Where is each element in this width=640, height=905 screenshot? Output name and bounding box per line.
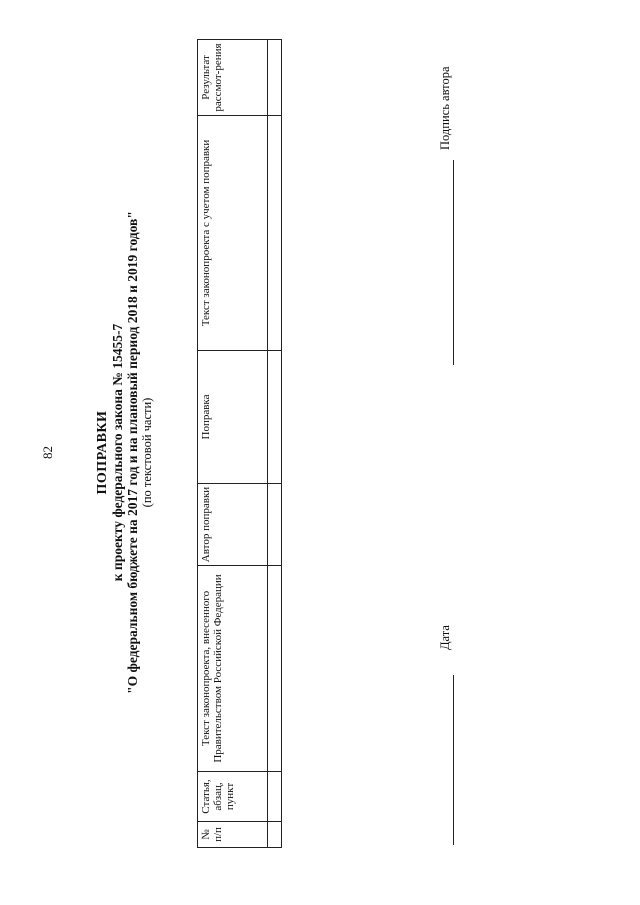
document-subtitle: к проекту федерального закона № 15455-7 [110,323,125,582]
date-signature-line[interactable] [453,675,454,845]
date-label: Дата [438,625,452,650]
page-number: 82 [40,446,55,459]
column-header-author: Автор поправки [197,483,268,566]
table-cell[interactable] [267,821,282,848]
document-heading: ПОПРАВКИ к проекту федерального закона №… [95,0,155,905]
table-cell[interactable] [267,350,282,484]
column-header-number: № п/п [197,821,268,848]
table-cell[interactable] [267,39,282,116]
column-header-amendment: Поправка [197,350,268,484]
table-row [267,39,282,848]
table-cell[interactable] [267,483,282,566]
law-name: "О федеральном бюджете на 2017 год и на … [125,211,140,694]
table-cell[interactable] [267,771,282,822]
column-header-article: Статья, абзац, пункт [197,771,268,822]
column-header-government-text: Текст законопроекта, внесенного Правител… [197,565,268,772]
table-cell[interactable] [267,115,282,351]
column-header-result: Результат рассмот-рения [197,39,268,116]
table-cell[interactable] [267,565,282,772]
author-signature-label: Подпись автора [438,66,452,150]
heading-note: (по текстовой части) [140,397,154,508]
column-header-amended-text: Текст законопроекта с учетом поправки [197,115,268,351]
author-signature-line[interactable] [453,160,454,365]
amendments-table: № п/п Статья, абзац, пункт Текст законоп… [197,39,282,848]
table-header-row: № п/п Статья, абзац, пункт Текст законоп… [197,39,268,848]
document-title: ПОПРАВКИ [95,410,110,495]
